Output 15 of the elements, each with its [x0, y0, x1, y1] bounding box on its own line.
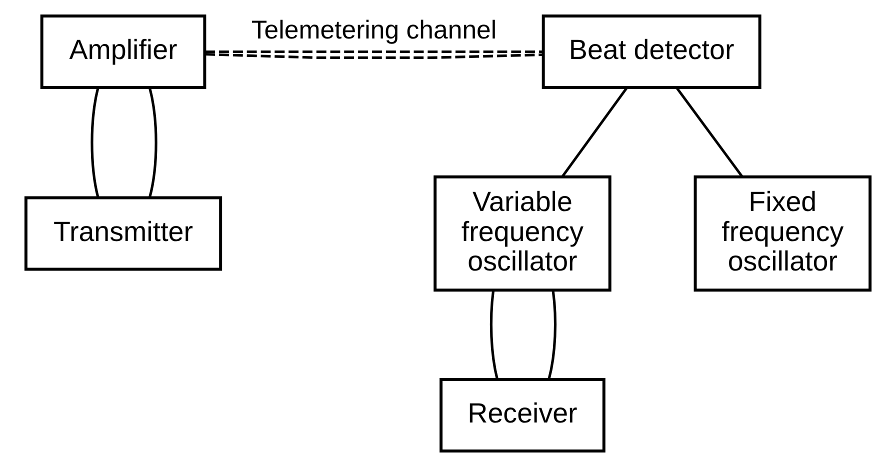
connector [90, 88, 100, 198]
connector [205, 50, 543, 54]
connector [148, 88, 158, 198]
connector [205, 52, 543, 60]
node-box: Variable frequency oscillator [434, 175, 612, 292]
edge-label: Telemetering channel [251, 16, 497, 45]
connector [490, 290, 499, 380]
connector [676, 87, 744, 178]
node-box: Receiver [440, 378, 606, 452]
node-box: Beat detector [542, 14, 762, 89]
node-box: Transmitter [24, 196, 222, 271]
node-box: Fixed frequency oscillator [694, 175, 872, 292]
connector [548, 290, 557, 380]
connector [562, 87, 628, 178]
node-box: Amplifier [40, 14, 206, 89]
